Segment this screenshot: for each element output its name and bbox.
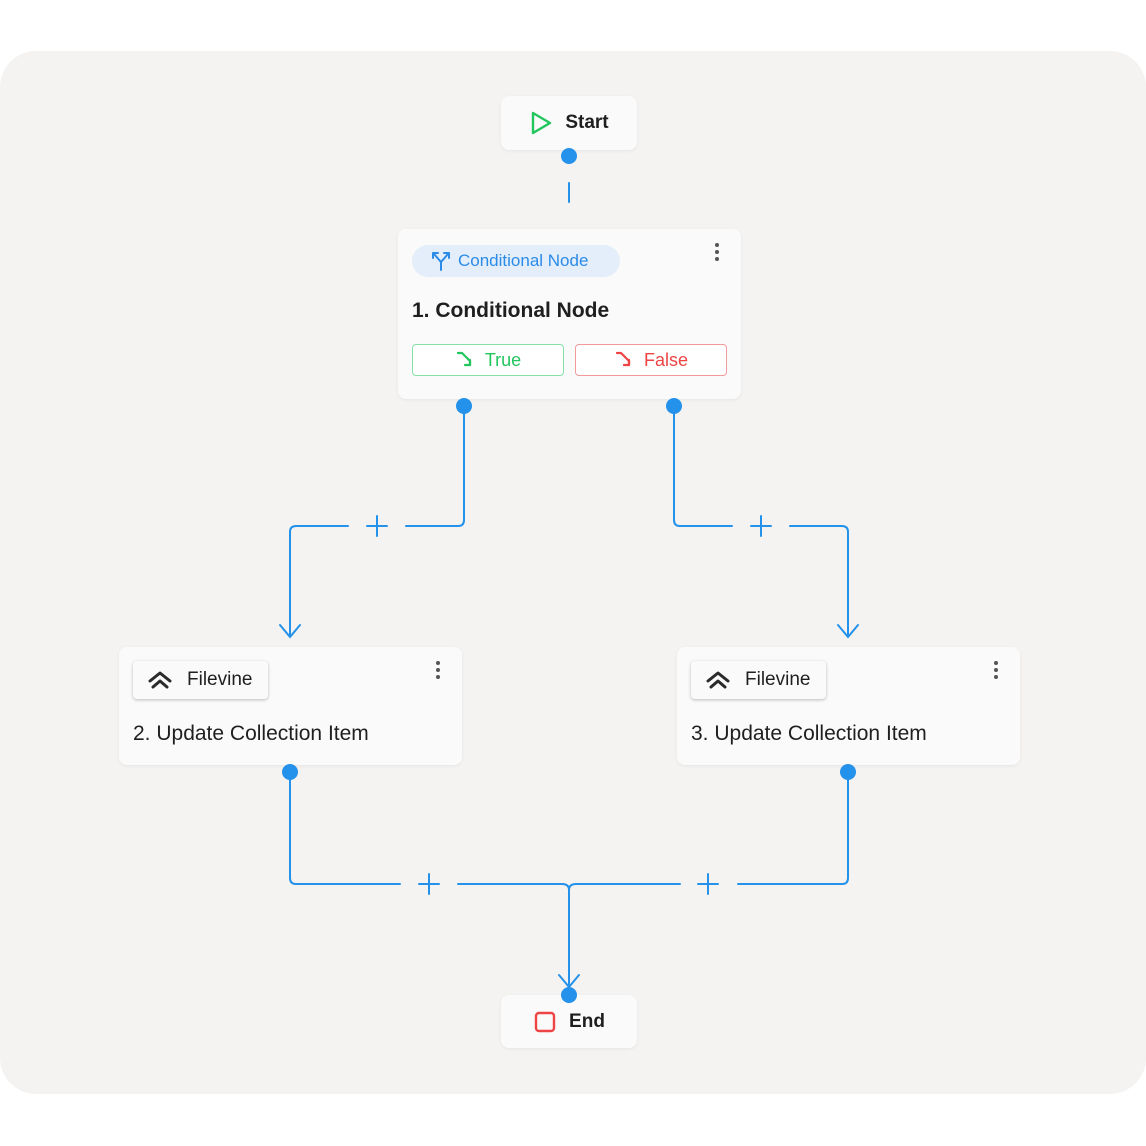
filevine-badge: Filevine <box>133 661 269 699</box>
action-node-2[interactable]: Filevine 2. Update Collection Item <box>119 647 462 765</box>
conditional-node[interactable]: Conditional Node 1. Conditional Node Tru… <box>398 229 741 399</box>
stop-icon <box>534 1011 556 1032</box>
start-label: Start <box>565 112 609 133</box>
end-input-port[interactable] <box>561 987 577 1003</box>
play-icon <box>532 111 552 135</box>
arrow-down-right-icon <box>615 351 631 367</box>
conditional-title: 1. Conditional Node <box>412 299 610 322</box>
connector-right-to-end <box>568 771 849 891</box>
workflow-canvas[interactable] <box>0 51 1146 1094</box>
action-2-more-icon[interactable] <box>436 661 440 679</box>
conditional-badge: Conditional Node <box>412 245 620 277</box>
connector-true-branch <box>289 405 465 637</box>
filevine-badge: Filevine <box>691 661 827 699</box>
end-node[interactable]: End <box>501 995 637 1048</box>
action-3-more-icon[interactable] <box>994 661 998 679</box>
filevine-logo-icon <box>706 671 730 689</box>
filevine-badge-label: Filevine <box>745 669 811 690</box>
action-node-3[interactable]: Filevine 3. Update Collection Item <box>677 647 1020 765</box>
arrow-down-right-icon <box>456 351 471 367</box>
true-label: True <box>484 349 522 370</box>
action-3-title: 3. Update Collection Item <box>691 722 927 745</box>
action-2-output-port[interactable] <box>282 764 298 780</box>
false-label: False <box>643 349 688 370</box>
filevine-badge-label: Filevine <box>187 669 253 690</box>
connector-false-branch <box>673 405 849 637</box>
action-3-output-port[interactable] <box>840 764 856 780</box>
false-branch-button[interactable]: False <box>575 344 727 376</box>
conditional-more-icon[interactable] <box>715 243 719 261</box>
filevine-logo-icon <box>148 671 172 689</box>
start-output-port[interactable] <box>561 148 577 164</box>
conditional-badge-label: Conditional Node <box>458 251 589 270</box>
action-2-title: 2. Update Collection Item <box>133 722 369 745</box>
add-step-right-icon <box>697 873 719 895</box>
true-output-port[interactable] <box>456 398 472 414</box>
arrow-head-true <box>279 624 301 639</box>
false-output-port[interactable] <box>666 398 682 414</box>
add-step-left-icon <box>418 873 440 895</box>
start-node[interactable]: Start <box>501 96 637 150</box>
add-step-true-icon <box>366 515 388 537</box>
true-branch-button[interactable]: True <box>412 344 564 376</box>
branch-icon <box>432 252 450 271</box>
arrow-head-false <box>837 624 859 639</box>
add-step-false-icon <box>750 515 772 537</box>
end-label: End <box>569 1010 605 1032</box>
